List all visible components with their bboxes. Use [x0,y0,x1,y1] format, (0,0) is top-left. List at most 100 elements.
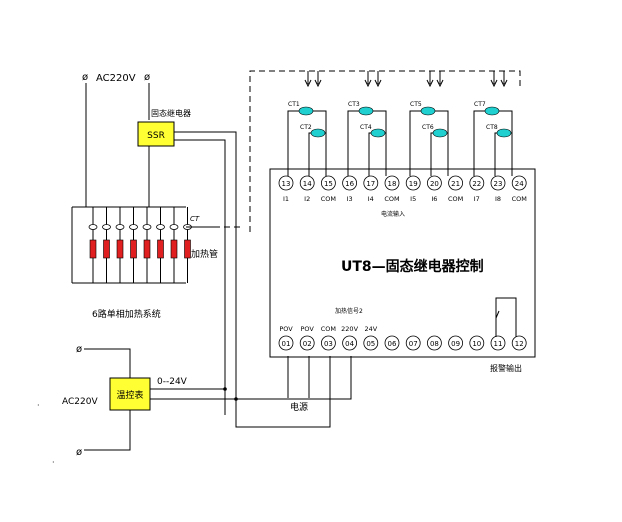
alarm-output-label: 报警输出 [490,363,522,373]
arrow-down-icon [374,79,382,88]
terminal-11 [490,335,506,351]
arrow-down-icon [500,79,508,88]
heater-ct-ring-icon [129,224,138,230]
ct-label: CT8 [486,124,498,131]
terminal-06 [384,335,400,351]
power-label: 电源 [290,401,308,413]
terminal-number: 21 [451,180,460,188]
terminal-20 [426,175,442,191]
ac-terminal-icon: ø [76,344,82,355]
terminal-02 [299,335,315,351]
terminal-label: 220V [341,325,358,333]
terminal-label: COM [321,195,336,203]
arrow-down-icon [426,79,434,88]
current-input-label: 电流输入 [381,210,405,218]
ac-supply-top: ø ø AC220V [82,72,150,207]
controller-power: 电源 [287,356,310,413]
terminal-19 [405,175,421,191]
ct-label: CT6 [422,124,434,131]
terminal-22 [469,175,485,191]
terminal-number: 12 [515,340,524,348]
heater-ct-ring-icon [156,224,165,230]
ct-sensor-icon [432,128,448,138]
terminal-label: COM [384,195,399,203]
ct-dashed-loop [249,70,521,232]
ac-supply-top-label: AC220V [96,73,136,84]
terminal-label: I8 [495,195,501,203]
terminal-label: COM [321,325,336,333]
ct-label: CT7 [474,101,486,108]
terminal-number: 22 [472,180,481,188]
terminal-label: I2 [304,195,310,203]
stray-mark: · [52,458,55,467]
ac-supply-bottom-label: AC220V [62,397,98,407]
stray-mark: · [37,401,40,410]
ct-sensor-icon [484,106,500,116]
terminal-label: I7 [474,195,480,203]
ssr-label: SSR [147,131,165,141]
heating-signal-label: 加热信号2 [335,307,363,315]
terminal-21 [448,175,464,191]
terminal-01 [278,335,294,351]
ct-label: CT4 [360,124,372,131]
heater-ct-ring-icon [142,224,152,230]
terminal-label: POV [301,325,315,333]
temp-controller-label: 温控表 [116,389,143,401]
terminal-number: 10 [472,340,481,348]
heater-bank-caption: 6路单相加热系统 [92,308,161,320]
terminal-17 [363,175,379,191]
terminal-12 [511,335,527,351]
terminal-number: 23 [494,180,503,188]
arrow-down-icon [364,79,372,88]
terminal-number: 16 [345,180,354,188]
ct-sensor-icon [358,106,374,116]
heater-element [130,239,137,259]
heater-ct-ring-icon [88,224,98,230]
terminal-number: 05 [366,340,375,348]
terminal-label: I3 [347,195,353,203]
terminal-number: 08 [430,340,439,348]
arrow-down-icon [304,79,312,88]
terminal-05 [363,335,379,351]
terminal-23 [490,175,506,191]
terminal-number: 02 [303,340,312,348]
terminal-number: 14 [303,180,312,188]
heater-element [103,239,110,259]
ct-label: CT2 [300,124,312,131]
terminal-03 [320,335,336,351]
terminal-15 [320,175,336,191]
terminal-number: 24 [515,180,524,188]
terminal-08 [426,335,442,351]
ac-terminal-right-icon: ø [144,72,150,83]
terminal-number: 07 [409,340,418,348]
terminal-number: 17 [366,180,375,188]
terminal-number: 06 [388,340,397,348]
heater-ct-ring-icon [102,224,111,230]
heater-element [157,239,164,259]
ssr-module: 固态继电器 SSR [137,108,331,428]
junction-dot [234,397,238,401]
terminal-number: 03 [324,340,333,348]
controller-title: UT8—固态继电器控制 [341,258,484,275]
ut8-controller: 电流输入 UT8—固态继电器控制 加热信号2 13I114I215COM16I3… [269,168,536,373]
arrow-down-icon [490,79,498,88]
heater-label: 加热管 [191,248,218,260]
terminal-16 [342,175,358,191]
terminal-label: 24V [364,325,377,333]
heater-bank: CT 加热管 6路单相加热系统 [71,206,240,320]
arrow-down-icon [314,79,322,88]
terminal-09 [448,335,464,351]
ct-sensor-icon [310,128,326,138]
temp-output-label: 0--24V [157,377,188,387]
junction-dot [223,387,227,391]
terminal-label: COM [512,195,527,203]
heater-element [116,239,124,259]
terminal-number: 13 [282,180,291,188]
heater-ct-ring-icon [115,224,125,230]
ct-sensor-icon [420,106,436,116]
temp-controller-box [109,377,151,411]
heater-element [170,239,178,259]
heater-ct-ring-icon [169,224,179,230]
temp-controller: ø ø AC220V 温控表 0--24V [62,344,352,458]
terminal-07 [405,335,421,351]
